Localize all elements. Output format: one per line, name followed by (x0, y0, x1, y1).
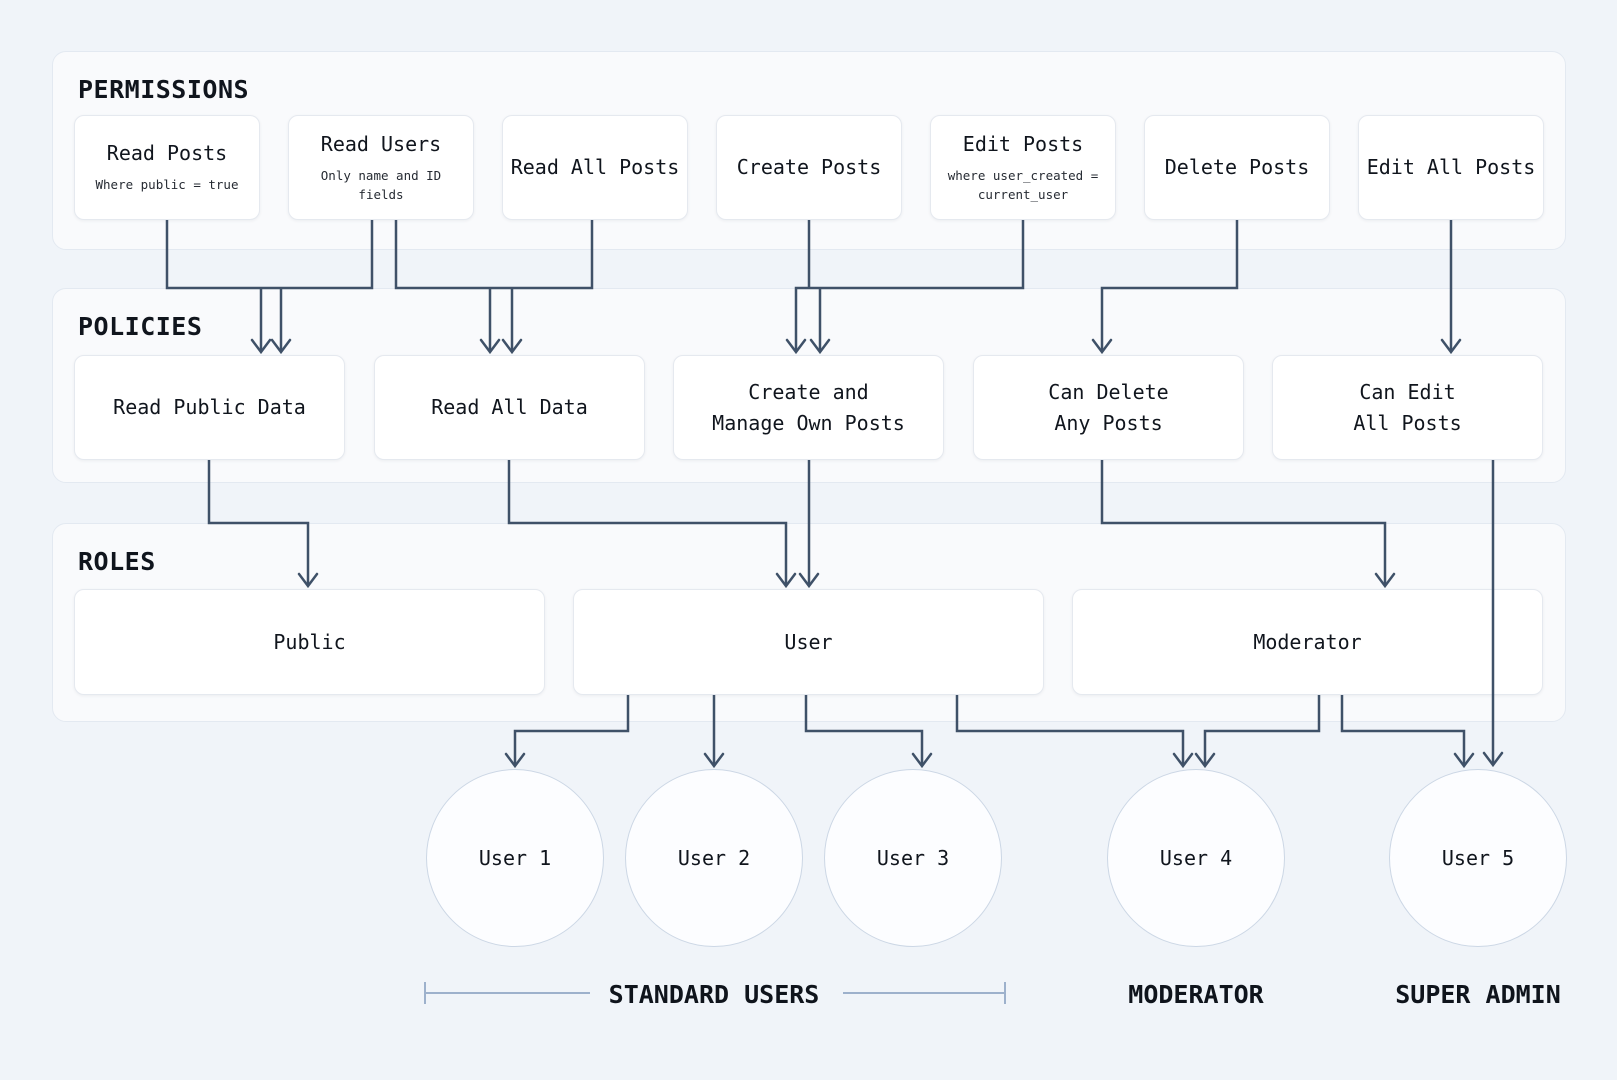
node-title: Any Posts (1054, 410, 1163, 435)
node-title: Edit All Posts (1366, 155, 1536, 179)
permission-node-read-posts: Read Posts Where public = true (74, 115, 260, 220)
node-title: Create and (748, 379, 869, 404)
node-title: User (784, 629, 833, 654)
policy-node-can-edit-all-posts: Can Edit All Posts (1272, 355, 1543, 460)
node-subtitle: Where public = true (95, 177, 239, 193)
group-label-standard-users: STANDARD USERS (608, 980, 820, 1009)
role-node-user: User (573, 589, 1044, 695)
user-circle-label: User 1 (478, 846, 552, 870)
role-node-public: Public (74, 589, 545, 695)
user-circle-label: User 3 (876, 846, 950, 870)
user-circle-label: User 5 (1441, 846, 1515, 870)
user-circle-1: User 1 (426, 769, 604, 947)
node-title: Read All Posts (510, 155, 680, 179)
policies-heading: POLICIES (78, 312, 203, 341)
node-title: Read Public Data (113, 395, 306, 419)
permissions-heading: PERMISSIONS (78, 75, 250, 104)
permission-node-edit-posts: Edit Posts where user_created = current_… (930, 115, 1116, 220)
user-circle-label: User 2 (677, 846, 751, 870)
node-title: Delete Posts (1164, 155, 1310, 179)
policy-node-read-public-data: Read Public Data (74, 355, 345, 460)
roles-heading: ROLES (78, 547, 156, 576)
node-title: Can Edit (1359, 379, 1456, 404)
user-circle-label: User 4 (1159, 846, 1233, 870)
user-circle-5: User 5 (1389, 769, 1567, 947)
user-circle-3: User 3 (824, 769, 1002, 947)
permission-node-read-users: Read Users Only name and ID fields (288, 115, 474, 220)
node-title: Moderator (1253, 629, 1362, 654)
permission-node-read-all-posts: Read All Posts (502, 115, 688, 220)
role-node-moderator: Moderator (1072, 589, 1543, 695)
permission-node-edit-all-posts: Edit All Posts (1358, 115, 1544, 220)
node-subtitle: Only name and ID fields (320, 167, 442, 202)
node-subtitle: where user_created = current_user (947, 167, 1099, 202)
node-title: Edit Posts (962, 131, 1084, 156)
node-title: All Posts (1353, 410, 1462, 435)
node-title: Read Users (320, 131, 442, 156)
standard-users-bracket-left-line (425, 992, 590, 994)
user-circle-4: User 4 (1107, 769, 1285, 947)
standard-users-bracket-right-tick (1004, 982, 1006, 1004)
policy-node-can-delete-any-posts: Can Delete Any Posts (973, 355, 1244, 460)
node-title: Read Posts (106, 141, 228, 166)
user-circle-2: User 2 (625, 769, 803, 947)
group-label-super-admin: SUPER ADMIN (1395, 980, 1561, 1009)
permission-node-delete-posts: Delete Posts (1144, 115, 1330, 220)
node-title: Read All Data (431, 395, 588, 419)
node-title: Public (273, 629, 346, 654)
node-title: Manage Own Posts (712, 410, 905, 435)
node-title: Can Delete (1048, 379, 1169, 404)
permission-node-create-posts: Create Posts (716, 115, 902, 220)
policy-node-read-all-data: Read All Data (374, 355, 645, 460)
policy-node-create-manage-own-posts: Create and Manage Own Posts (673, 355, 944, 460)
group-label-moderator: MODERATOR (1128, 980, 1264, 1009)
standard-users-bracket-right-line (843, 992, 1005, 994)
node-title: Create Posts (736, 155, 882, 179)
